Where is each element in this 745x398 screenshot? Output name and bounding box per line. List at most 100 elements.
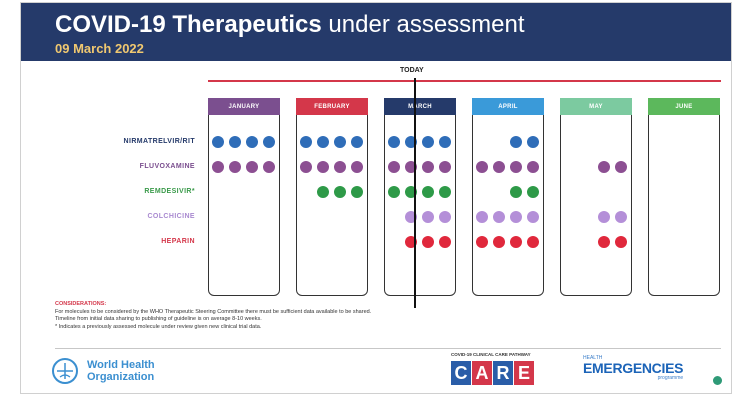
therapeutic-label: FLUVOXAMINE xyxy=(139,163,195,170)
month-header: MARCH xyxy=(384,98,456,115)
assessment-dot xyxy=(510,211,522,223)
assessment-dot xyxy=(263,136,275,148)
care-caption: COVID-19 CLINICAL CARE PATHWAY xyxy=(451,352,531,357)
care-letter: C xyxy=(451,361,471,385)
considerations-title: CONSIDERATIONS: xyxy=(55,301,107,307)
assessment-dot xyxy=(527,236,539,248)
assessment-dot xyxy=(422,211,434,223)
assessment-dot xyxy=(212,161,224,173)
assessment-dot xyxy=(229,161,241,173)
he-small-text: HEALTH xyxy=(583,355,603,361)
assessment-dot xyxy=(388,186,400,198)
assessment-dot xyxy=(598,161,610,173)
assessment-dot xyxy=(334,186,346,198)
therapeutic-label: NIRMATRELVIR/RIT xyxy=(123,138,195,145)
month-column-june: JUNE xyxy=(648,98,720,296)
assessment-dot xyxy=(476,161,488,173)
today-label: TODAY xyxy=(400,67,424,74)
assessment-dot xyxy=(300,161,312,173)
assessment-dot xyxy=(246,161,258,173)
status-dot-icon xyxy=(713,376,722,385)
considerations: CONSIDERATIONS: For molecules to be cons… xyxy=(55,301,615,331)
who-logo-block: World Health Organization xyxy=(51,355,201,387)
assessment-dot xyxy=(510,136,522,148)
assessment-dot xyxy=(527,136,539,148)
assessment-dot xyxy=(317,186,329,198)
month-column-january: JANUARY xyxy=(208,98,280,296)
assessment-dot xyxy=(527,161,539,173)
considerations-line-1: For molecules to be considered by the WH… xyxy=(55,308,372,315)
assessment-dot xyxy=(598,211,610,223)
assessment-dot xyxy=(476,236,488,248)
month-header: APRIL xyxy=(472,98,544,115)
header-banner: COVID-19 Therapeutics under assessment 0… xyxy=(21,3,731,61)
assessment-dot xyxy=(317,161,329,173)
therapeutic-label: COLCHICINE xyxy=(147,213,195,220)
assessment-dot xyxy=(422,236,434,248)
who-line-1: World Health xyxy=(87,359,155,371)
assessment-dot xyxy=(388,161,400,173)
assessment-dot xyxy=(527,211,539,223)
considerations-line-3: * Indicates a previously assessed molecu… xyxy=(55,323,262,330)
month-column-april: APRIL xyxy=(472,98,544,296)
considerations-line-2: Timeline from initial data sharing to pu… xyxy=(55,316,262,322)
assessment-dot xyxy=(615,236,627,248)
assessment-dot xyxy=(615,211,627,223)
assessment-dot xyxy=(317,136,329,148)
he-programme-text: programme xyxy=(657,375,684,381)
month-column-february: FEBRUARY xyxy=(296,98,368,296)
page-title: COVID-19 Therapeutics under assessment xyxy=(55,11,525,39)
assessment-dot xyxy=(493,161,505,173)
assessment-dot xyxy=(476,211,488,223)
assessment-dot xyxy=(388,136,400,148)
assessment-dot xyxy=(351,161,363,173)
assessment-dot xyxy=(263,161,275,173)
footer-divider xyxy=(55,348,721,349)
assessment-dot xyxy=(351,186,363,198)
assessment-dot xyxy=(439,161,451,173)
assessment-dot xyxy=(422,136,434,148)
month-header: FEBRUARY xyxy=(296,98,368,115)
he-big-text: EMERGENCIES xyxy=(583,360,684,376)
today-marker-line xyxy=(414,78,416,308)
assessment-dot xyxy=(439,186,451,198)
month-header: JUNE xyxy=(648,98,720,115)
assessment-dot xyxy=(334,136,346,148)
assessment-dot xyxy=(246,136,258,148)
therapeutic-label: REMDESIVIR* xyxy=(144,188,195,195)
month-column-march: MARCH xyxy=(384,98,456,296)
assessment-dot xyxy=(493,211,505,223)
assessment-dot xyxy=(510,161,522,173)
assessment-dot xyxy=(439,236,451,248)
who-name: World Health Organization xyxy=(87,359,155,383)
who-line-2: Organization xyxy=(87,371,155,383)
assessment-dot xyxy=(229,136,241,148)
assessment-dot xyxy=(300,136,312,148)
slide: COVID-19 Therapeutics under assessment 0… xyxy=(20,2,732,394)
assessment-dot xyxy=(422,161,434,173)
assessment-dot xyxy=(212,136,224,148)
assessment-dot xyxy=(334,161,346,173)
assessment-dot xyxy=(351,136,363,148)
care-letter: E xyxy=(514,361,534,385)
assessment-dot xyxy=(510,186,522,198)
title-bold: COVID-19 Therapeutics xyxy=(55,11,322,38)
assessment-dot xyxy=(439,211,451,223)
month-header: MAY xyxy=(560,98,632,115)
assessment-dot xyxy=(527,186,539,198)
timeline-line xyxy=(208,80,721,82)
assessment-dot xyxy=(493,236,505,248)
assessment-dot xyxy=(510,236,522,248)
who-emblem-icon xyxy=(52,358,78,384)
care-letter: R xyxy=(493,361,513,385)
assessment-dot xyxy=(615,161,627,173)
month-header: JANUARY xyxy=(208,98,280,115)
title-light: under assessment xyxy=(328,11,525,38)
therapeutic-label: HEPARIN xyxy=(161,238,195,245)
health-emergencies-logo: HEALTH EMERGENCIES programme xyxy=(583,355,683,381)
month-column-may: MAY xyxy=(560,98,632,296)
assessment-dot xyxy=(439,136,451,148)
assessment-dot xyxy=(422,186,434,198)
date-label: 09 March 2022 xyxy=(55,41,144,56)
